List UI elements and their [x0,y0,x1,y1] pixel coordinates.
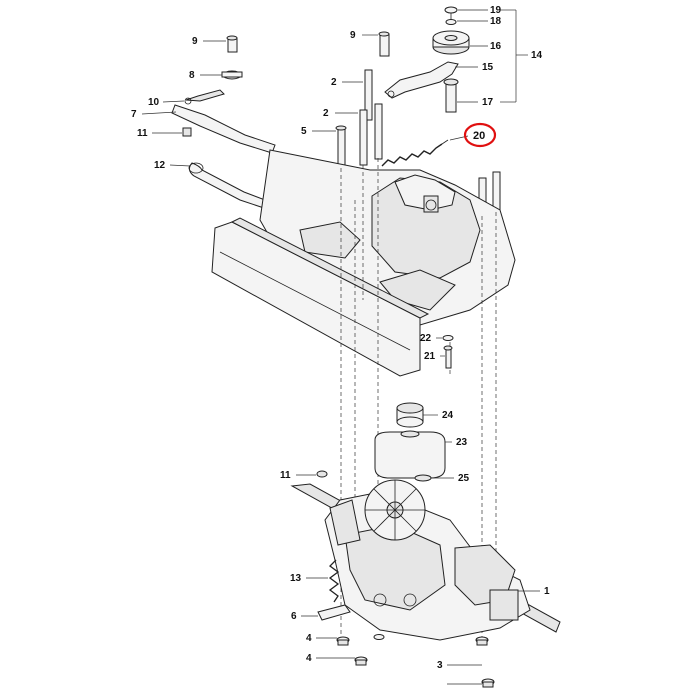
idler-arm [384,61,459,99]
leader-lines [141,9,540,685]
callout-5: 5 [301,126,307,137]
callout-11-top: 11 [137,128,148,139]
callout-6: 6 [291,611,297,622]
front-bumper [211,217,430,377]
callout-10: 10 [148,97,160,108]
callout-9-left: 9 [192,36,198,47]
callout-18: 18 [490,16,502,27]
cooling-fan [364,479,426,541]
callout-4-upper: 4 [306,633,312,644]
tension-spring [381,139,449,167]
small-fasteners [442,335,454,369]
callout-15: 15 [482,62,494,73]
callout-7: 7 [131,109,137,120]
main-frame [259,149,516,329]
callout-17: 17 [482,97,494,108]
callout-16: 16 [490,41,502,52]
callout-labels: 19 18 16 15 14 17 20 9 9 8 10 7 11 12 2 … [131,5,550,671]
callout-2-mid: 2 [323,108,329,119]
callout-9-right: 9 [350,30,356,41]
callout-20: 20 [473,130,485,142]
transaxle [290,479,561,641]
callout-23: 23 [456,437,468,448]
callout-8: 8 [189,70,195,81]
callout-21: 21 [424,351,436,362]
pulley-bolt [445,81,457,113]
callout-24: 24 [442,410,454,421]
callout-22: 22 [420,333,432,344]
reservoir-assembly [374,402,446,482]
lower-hardware [316,470,495,688]
callout-13: 13 [290,573,302,584]
callout-4-lower: 4 [306,653,312,664]
callout-25: 25 [458,473,470,484]
callout-2-top: 2 [331,77,337,88]
callout-12: 12 [154,160,166,171]
highlight-ring [463,122,497,148]
callout-11-bottom: 11 [280,470,291,481]
pulley-assembly [384,6,470,113]
callout-14: 14 [531,50,543,61]
callout-1: 1 [544,586,550,597]
callout-3: 3 [437,660,443,671]
callout-19: 19 [490,5,502,16]
